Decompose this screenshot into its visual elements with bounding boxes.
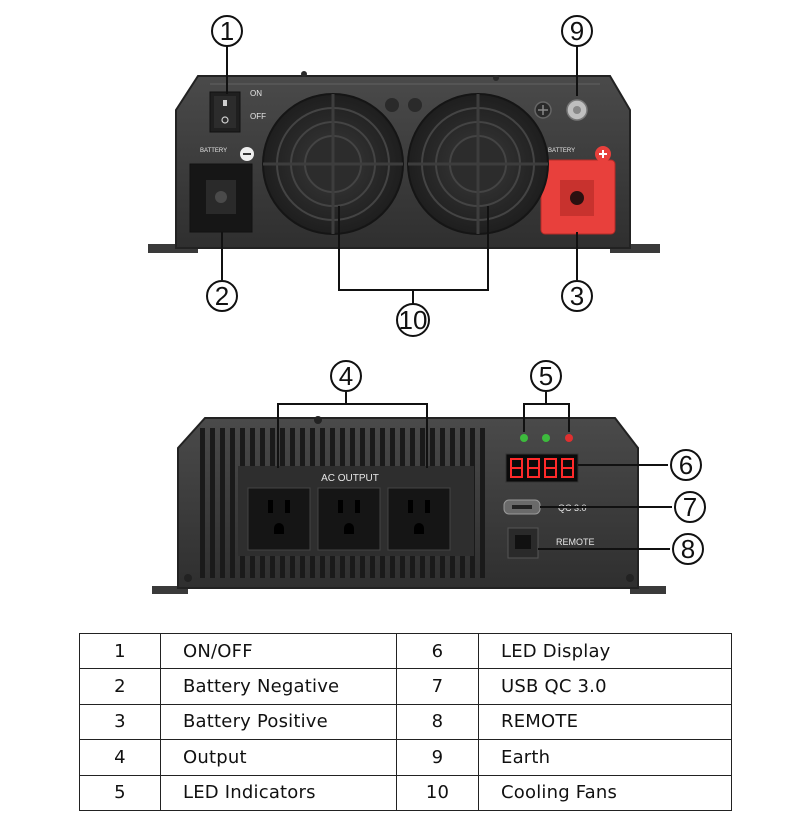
legend-label: USB QC 3.0 (478, 668, 732, 705)
svg-text:5: 5 (539, 361, 553, 391)
callout-10: 10 (396, 303, 430, 337)
remote-label: REMOTE (556, 537, 595, 547)
svg-text:6: 6 (679, 450, 693, 480)
callout-9: 9 (561, 15, 593, 47)
legend-number: 4 (79, 739, 161, 776)
legend-number: 3 (79, 703, 161, 741)
legend-number: 7 (396, 668, 479, 705)
cooling-fan-right (407, 93, 549, 235)
ac-outlet[interactable] (387, 487, 451, 551)
legend-row: 1 ON/OFF 6 LED Display (79, 632, 732, 670)
power-switch[interactable] (209, 91, 241, 133)
callout-1: 1 (211, 15, 243, 47)
front-screw (408, 98, 422, 112)
svg-text:2: 2 (215, 281, 229, 311)
led-display-digits (510, 458, 574, 478)
back-foot-left (152, 586, 188, 594)
legend-label: REMOTE (478, 703, 732, 741)
callout-2: 2 (206, 280, 238, 312)
front-leader-lines (221, 46, 578, 304)
ac-outlet[interactable] (247, 487, 311, 551)
back-foot-right (630, 586, 666, 594)
svg-text:9: 9 (570, 16, 584, 46)
back-panel: AC OUTPUT (152, 416, 666, 594)
back-screw (314, 416, 322, 424)
ac-outlet[interactable] (317, 487, 381, 551)
front-screw (301, 71, 307, 77)
legend-label: Cooling Fans (478, 774, 732, 812)
ac-output-label: AC OUTPUT (321, 473, 379, 484)
cooling-fan-left (262, 93, 404, 235)
svg-text:3: 3 (570, 281, 584, 311)
svg-text:8: 8 (681, 534, 695, 564)
callout-5: 5 (530, 360, 562, 392)
legend-number: 8 (396, 703, 479, 741)
legend-number: 9 (396, 739, 479, 776)
callout-8: 8 (672, 533, 704, 565)
legend-row: 3 Battery Positive 8 REMOTE (79, 703, 732, 741)
callout-3: 3 (561, 280, 593, 312)
battery-positive-label: BATTERY (548, 148, 575, 154)
minus-icon (240, 147, 254, 161)
front-screw (493, 75, 499, 81)
callout-6: 6 (670, 449, 702, 481)
svg-text:1: 1 (220, 16, 234, 46)
led-indicator-red (565, 434, 573, 442)
legend-label: Battery Negative (160, 668, 397, 705)
legend-label: ON/OFF (160, 632, 397, 670)
callout-7: 7 (674, 491, 706, 523)
legend-row: 4 Output 9 Earth (79, 739, 732, 776)
callout-4: 4 (330, 360, 362, 392)
legend-label: Battery Positive (160, 703, 397, 741)
front-screw (385, 98, 399, 112)
legend-row: 5 LED Indicators 10 Cooling Fans (79, 774, 732, 812)
legend-label: LED Display (478, 632, 732, 670)
led-indicator-green (520, 434, 528, 442)
front-foot-right (610, 244, 660, 253)
plus-icon (595, 146, 611, 162)
legend-row: 2 Battery Negative 7 USB QC 3.0 (79, 668, 732, 705)
back-screw (626, 574, 634, 582)
legend-label: Output (160, 739, 397, 776)
battery-negative-label: BATTERY (200, 148, 227, 154)
led-indicator-green (542, 434, 550, 442)
legend-label: Earth (478, 739, 732, 776)
legend-table: 1 ON/OFF 6 LED Display 2 Battery Negativ… (79, 632, 732, 812)
legend-number: 10 (396, 774, 479, 812)
front-panel: ON OFF BATTERY BATTERY (148, 71, 660, 253)
legend-number: 5 (79, 774, 161, 812)
earth-terminal[interactable] (566, 99, 588, 121)
svg-text:7: 7 (683, 492, 697, 522)
svg-text:10: 10 (399, 305, 428, 335)
back-screw (184, 574, 192, 582)
legend-number: 1 (79, 632, 161, 670)
switch-on-label: ON (250, 89, 262, 98)
back-leader-lines (277, 392, 672, 550)
inverter-diagram: ON OFF BATTERY BATTERY (148, 15, 706, 594)
legend-number: 2 (79, 668, 161, 705)
remote-port[interactable] (507, 527, 539, 559)
front-foot-left (148, 244, 198, 253)
switch-off-label: OFF (250, 112, 266, 121)
legend-label: LED Indicators (160, 774, 397, 812)
svg-text:4: 4 (339, 361, 353, 391)
legend-number: 6 (396, 632, 479, 670)
